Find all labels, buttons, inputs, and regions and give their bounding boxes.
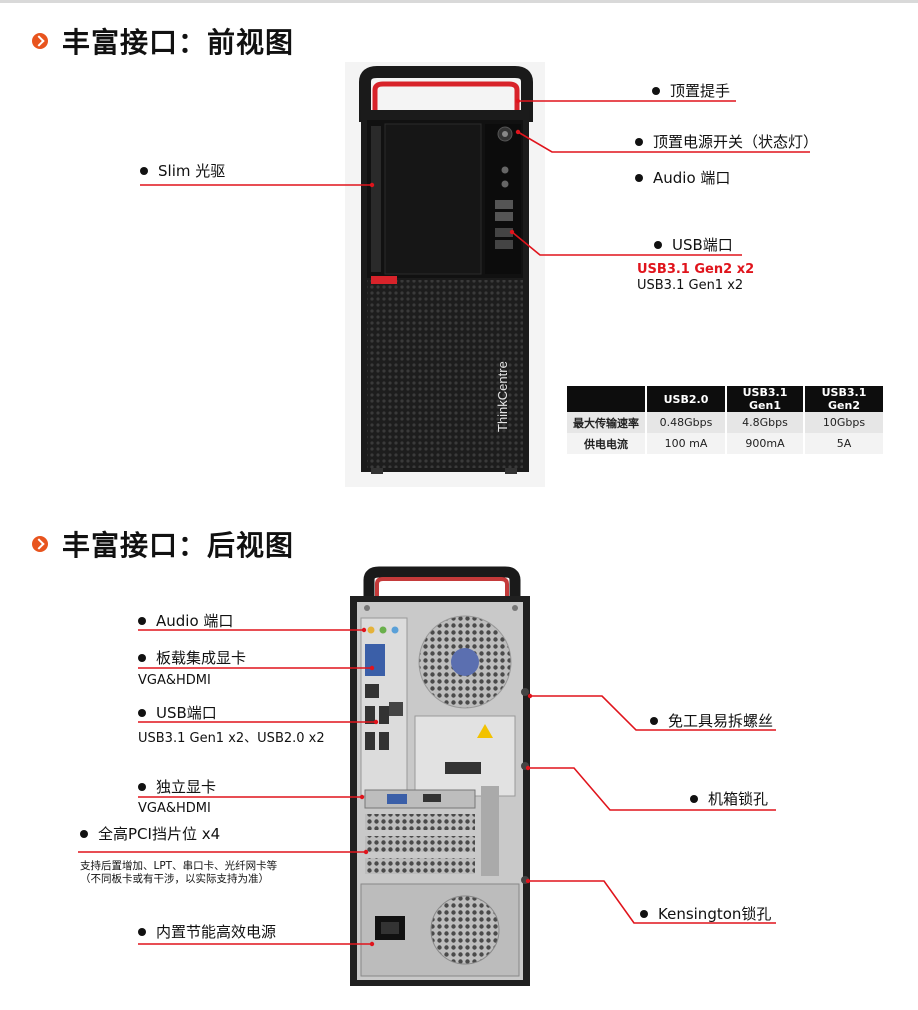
label-kensington: Kensington锁孔 — [640, 903, 771, 924]
label-rear-audio: Audio 端口 — [138, 610, 233, 631]
pci-note-line-2: （不同板卡或有干涉，以实际支持为准） — [80, 873, 269, 885]
discrete-gpu-ports: VGA&HDMI — [138, 801, 211, 816]
label-tool-free-screw: 免工具易拆螺丝 — [650, 710, 773, 731]
label-front-audio: Audio 端口 — [635, 167, 730, 188]
label-discrete-gpu: 独立显卡 — [138, 776, 216, 797]
front-tower-image: ThinkCentre — [345, 62, 545, 487]
pci-note-line-1: 支持后置增加、LPT、串口卡、光纤网卡等 — [80, 860, 278, 872]
brand-logo: ThinkCentre — [495, 361, 510, 432]
rear-usb-counts: USB3.1 Gen1 x2、USB2.0 x2 — [138, 731, 325, 746]
table-row: 供电电流 100 mA 900mA 5A — [567, 433, 885, 454]
chevron-right-icon — [32, 536, 48, 552]
onboard-gpu-ports: VGA&HDMI — [138, 673, 211, 688]
usb-gen1-count: USB3.1 Gen1 x2 — [637, 278, 744, 293]
label-onboard-gpu: 板载集成显卡 — [138, 647, 246, 668]
label-chassis-lock: 机箱锁孔 — [690, 788, 768, 809]
label-pci-slots: 全高PCI挡片位 x4 — [80, 823, 220, 844]
top-divider — [0, 0, 918, 3]
label-power-switch: 顶置电源开关（状态灯） — [635, 131, 818, 152]
rear-section-title: 丰富接口：后视图 — [32, 524, 294, 564]
label-psu: 内置节能高效电源 — [138, 921, 276, 942]
label-top-handle: 顶置提手 — [652, 80, 730, 101]
usb-gen2-count: USB3.1 Gen2 x2 — [637, 262, 755, 277]
front-section-title: 丰富接口：前视图 — [32, 21, 294, 61]
chevron-right-icon — [32, 33, 48, 49]
label-front-usb: USB端口 — [654, 234, 733, 255]
rear-tower-image — [350, 566, 530, 986]
table-row: 最大传输速率 0.48Gbps 4.8Gbps 10Gbps — [567, 412, 885, 433]
usb-spec-table: USB2.0 USB3.1 Gen1 USB3.1 Gen2 最大传输速率 0.… — [567, 386, 885, 454]
label-rear-usb: USB端口 — [138, 702, 217, 723]
label-slim-drive: Slim 光驱 — [140, 160, 225, 181]
